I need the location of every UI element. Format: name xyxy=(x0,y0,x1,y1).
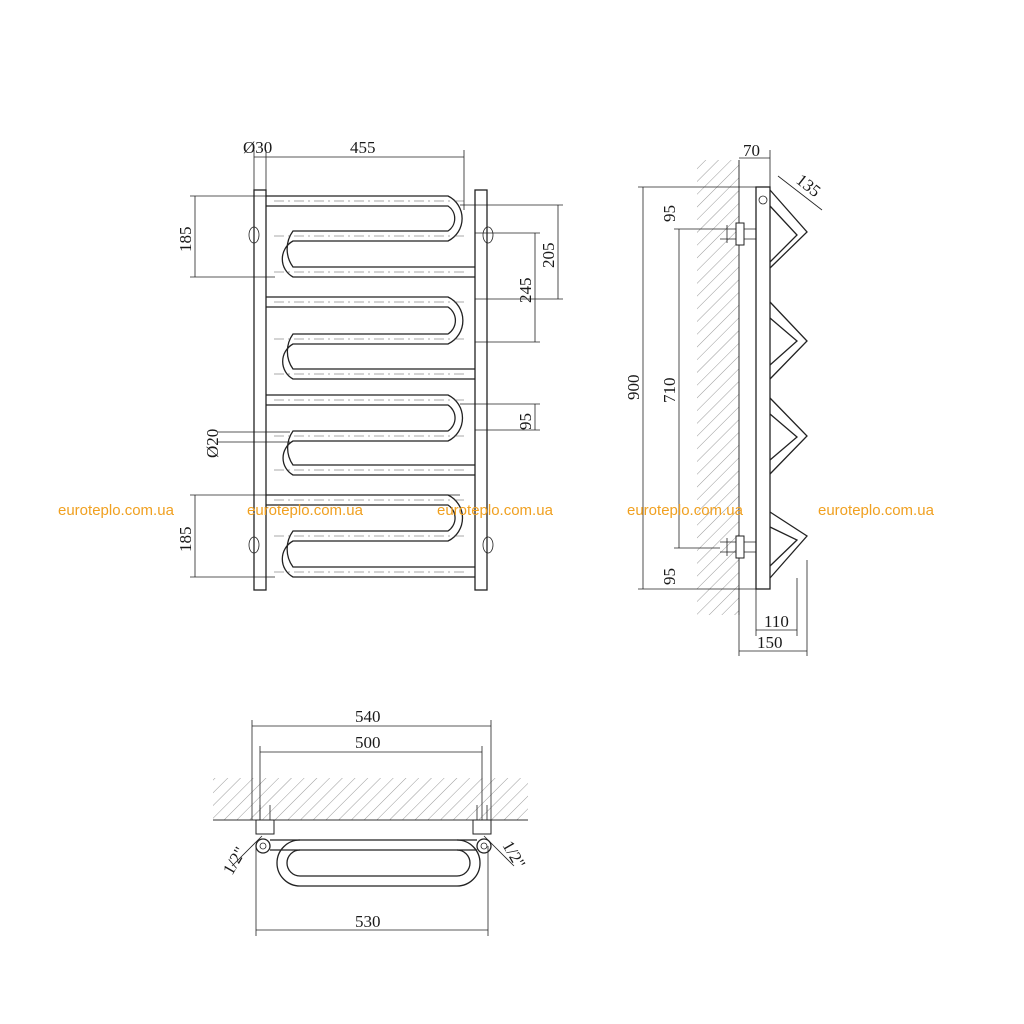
wall-hatch-top xyxy=(213,778,528,820)
serpentine-loop-inner xyxy=(266,504,475,568)
dim-150: 150 xyxy=(757,633,783,652)
serpentine-loop-outer xyxy=(266,296,475,380)
right-bar-plan xyxy=(476,838,492,854)
left-vertical-bar xyxy=(253,189,267,591)
dim-455: 455 xyxy=(350,138,376,157)
dim-540: 540 xyxy=(355,707,381,726)
serpentine-loop-inner xyxy=(266,404,475,466)
thread-right: 1/2" xyxy=(499,838,530,872)
side-zigzag-pipes xyxy=(769,189,808,579)
wall-hatch-side xyxy=(697,160,739,615)
dim-710: 710 xyxy=(660,378,679,404)
serpentine-loop-outer xyxy=(266,494,475,578)
watermark-5: euroteplo.com.ua xyxy=(818,502,935,519)
dim-185-top: 185 xyxy=(176,227,195,253)
front-view: Ø30 455 185 205 245 95 Ø20 185 xyxy=(176,138,563,591)
watermark-row: euroteplo.com.ua euroteplo.com.ua eurote… xyxy=(58,502,935,519)
left-bottom-connection xyxy=(248,536,260,554)
serpentine-loop-outer xyxy=(266,394,475,476)
right-vertical-bar xyxy=(474,189,488,591)
watermark-3: euroteplo.com.ua xyxy=(437,502,554,519)
top-wall-bracket xyxy=(720,222,756,246)
dim-530: 530 xyxy=(355,912,381,931)
dim-135: 135 xyxy=(793,170,825,201)
dim-d30: Ø30 xyxy=(243,138,272,157)
right-bottom-connection xyxy=(482,536,494,554)
watermark-4: euroteplo.com.ua xyxy=(627,502,744,519)
dim-245: 245 xyxy=(516,278,535,304)
dim-185-bottom: 185 xyxy=(176,527,195,553)
bottom-wall-bracket xyxy=(720,535,756,559)
serpentine-loop-outer xyxy=(266,195,475,278)
thread-left: 1/2" xyxy=(219,844,250,878)
left-bar-plan xyxy=(255,838,271,854)
watermark-1: euroteplo.com.ua xyxy=(58,502,175,519)
watermark-2: euroteplo.com.ua xyxy=(247,502,364,519)
dim-95-side-bottom: 95 xyxy=(660,568,679,585)
dim-d20: Ø20 xyxy=(203,429,222,458)
dim-95-side-top: 95 xyxy=(660,205,679,222)
left-top-connection xyxy=(248,226,260,244)
dim-95: 95 xyxy=(516,413,535,430)
serpentine-loop-inner xyxy=(266,205,475,268)
right-top-connection xyxy=(482,226,494,244)
serpentine-pipe xyxy=(266,195,475,578)
dim-205: 205 xyxy=(539,243,558,269)
dim-500: 500 xyxy=(355,733,381,752)
dim-900: 900 xyxy=(624,375,643,401)
dim-70: 70 xyxy=(743,141,760,160)
side-view: 70 135 900 710 95 95 110 150 xyxy=(624,141,824,656)
dim-110: 110 xyxy=(764,612,789,631)
side-vertical-bar xyxy=(755,186,771,590)
serpentine-loop-inner xyxy=(266,306,475,370)
top-view: 540 500 530 1/2" 1/2" xyxy=(213,707,529,936)
